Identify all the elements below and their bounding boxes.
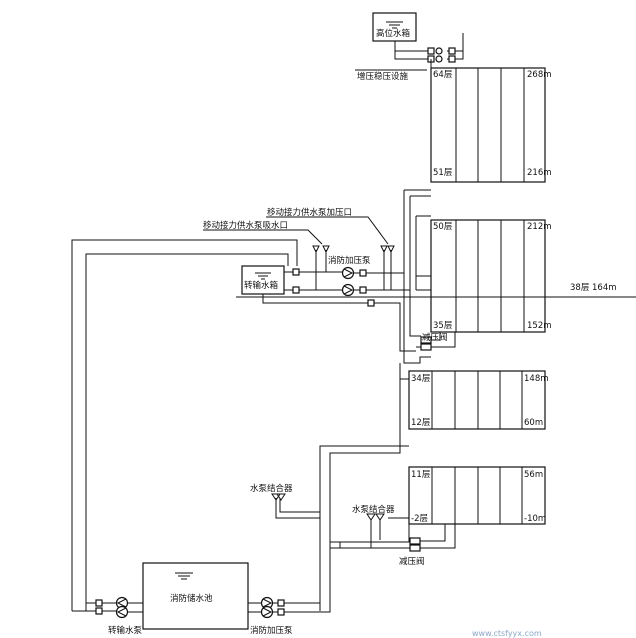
boost-facility-label: 增压稳压设施 <box>357 71 409 82</box>
transfer-tank-label: 转输水箱 <box>244 280 279 291</box>
level-line: 38层 164m <box>236 283 636 298</box>
zone-1-building: 64层 268m 51层 216m <box>430 67 552 183</box>
fire-reservoir-label: 消防储水池 <box>170 593 213 604</box>
watermark: www.ctsfyyx.com <box>472 629 542 638</box>
transfer-riser <box>71 239 298 611</box>
pump-adapter-left-label: 水泵结合器 <box>250 483 293 494</box>
mobile-suction-port-label: 移动接力供水泵吸水口 <box>203 220 288 231</box>
mobile-pressure-port-label: 移动接力供水泵加压口 <box>267 207 352 218</box>
zone-1-top-elev: 268m <box>527 70 552 80</box>
zone-2-bottom-elev: 152m <box>527 321 552 331</box>
zone-1-bottom-elev: 216m <box>527 168 552 178</box>
level-line-label: 38层 164m <box>570 283 617 293</box>
zone-4-top-floor: 11层 <box>411 470 430 480</box>
zone-3-building: 34层 148m 12层 60m <box>408 370 549 430</box>
upper-risers: 减压阀 <box>403 189 456 364</box>
zone-4-bottom-elev: -10m <box>524 514 546 524</box>
zone-2-building: 50层 212m 35层 152m <box>430 219 552 333</box>
boost-facility: 增压稳压设施 <box>355 33 464 82</box>
zone-4-bottom-floor: -2层 <box>411 514 428 524</box>
zone-3-top-elev: 148m <box>524 374 549 384</box>
zone-2-top-floor: 50层 <box>433 222 452 232</box>
pressure-reducing-valve-upper-label: 减压阀 <box>422 332 448 343</box>
high-tank: 高位水箱 <box>372 12 417 42</box>
fire-booster-pump-lower-label: 消防加压泵 <box>250 625 293 636</box>
zone-2-top-elev: 212m <box>527 222 552 232</box>
zone-3-bottom-floor: 12层 <box>411 418 430 428</box>
zone-4-building: 11层 56m -2层 -10m <box>408 466 546 525</box>
high-tank-label: 高位水箱 <box>376 28 411 39</box>
zone-4-top-elev: 56m <box>524 470 543 480</box>
zone-3-top-floor: 34层 <box>411 374 430 384</box>
transfer-pump-label: 转输水泵 <box>108 625 143 636</box>
zone-2-bottom-floor: 35层 <box>433 321 452 331</box>
lower-risers: 水泵结合器 水泵结合器 减压阀 <box>250 363 456 611</box>
zone-1-bottom-floor: 51层 <box>433 168 452 178</box>
pump-adapter-mid-label: 水泵结合器 <box>352 504 395 515</box>
fire-reservoir-group: 消防储水池 转输水泵 消防加压泵 <box>72 562 331 636</box>
upper-booster-pump-label: 消防加压泵 <box>328 255 371 266</box>
zone-1-top-floor: 64层 <box>433 70 452 80</box>
transfer-tank-group: 转输水箱 消防加压泵 移动接力供水泵加压口 移动接力供水泵吸水口 <box>203 190 416 352</box>
pressure-reducing-valve-lower-label: 减压阀 <box>399 556 425 567</box>
zone-3-bottom-elev: 60m <box>524 418 543 428</box>
